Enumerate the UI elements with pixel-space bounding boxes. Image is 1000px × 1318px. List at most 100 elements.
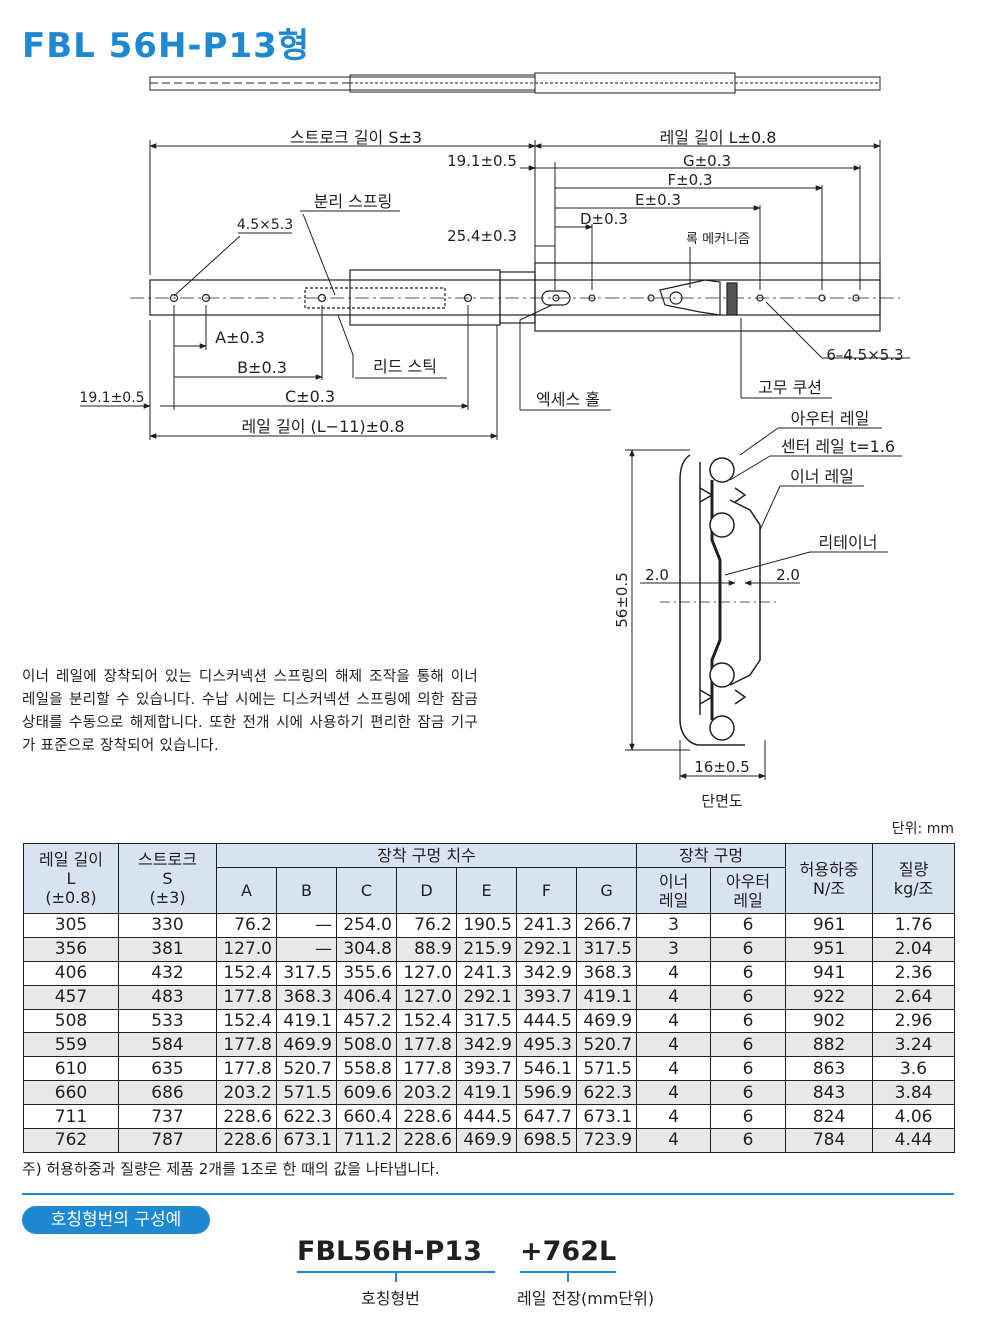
table-cell: 863 <box>785 1056 874 1082</box>
table-cell: 3 <box>636 936 712 962</box>
table-cell: 292.1 <box>516 936 577 962</box>
header-inner-rail: 이너 레일 <box>636 867 712 914</box>
table-cell: 941 <box>785 960 874 986</box>
table-cell: 558.8 <box>336 1056 397 1082</box>
table-cell: 4 <box>636 1128 712 1153</box>
header-mounting-holes: 장착 구멍 <box>636 843 787 868</box>
suffix-label: 레일 전장(mm단위) <box>517 1289 655 1308</box>
table-cell: 368.3 <box>276 984 337 1010</box>
dim-25-4: 25.4±0.3 <box>447 227 517 245</box>
table-cell: 127.0 <box>216 936 277 962</box>
table-cell: 2.64 <box>872 984 956 1010</box>
table-cell: 922 <box>785 984 874 1010</box>
table-cell: 228.6 <box>216 1104 277 1130</box>
unit-label: 단위: mm <box>891 821 954 837</box>
header-c: C <box>336 867 397 914</box>
table-cell: 177.8 <box>396 1032 457 1058</box>
table-cell: 469.9 <box>456 1128 517 1153</box>
table-cell: 6 <box>710 1056 787 1082</box>
table-cell: 546.1 <box>516 1056 577 1082</box>
table-cell: 228.6 <box>216 1128 277 1153</box>
table-cell: 571.5 <box>276 1080 337 1106</box>
header-f: F <box>516 867 577 914</box>
table-cell: 495.3 <box>516 1032 577 1058</box>
inner-rail-label: 이너 레일 <box>790 467 854 486</box>
header-b: B <box>276 867 337 914</box>
header-mounting-dims: 장착 구멍 치수 <box>215 843 638 868</box>
table-cell: 882 <box>785 1032 874 1058</box>
header-d: D <box>396 867 457 914</box>
table-cell: 3.84 <box>872 1080 956 1106</box>
table-cell: — <box>276 913 337 938</box>
model-suffix: +762L <box>520 1236 617 1267</box>
table-cell: 647.7 <box>516 1104 577 1130</box>
table-cell: 330 <box>118 913 217 938</box>
table-cell: 76.2 <box>216 913 277 938</box>
table-cell: 406 <box>23 960 119 986</box>
table-cell: 241.3 <box>456 960 517 986</box>
table-cell: 203.2 <box>396 1080 457 1106</box>
stroke-length-label: 스트로크 길이 S±3 <box>290 128 422 147</box>
table-cell: 584 <box>118 1032 217 1058</box>
model-tick <box>395 1272 397 1282</box>
table-cell: 762 <box>23 1128 119 1153</box>
table-cell: 660.4 <box>336 1104 397 1130</box>
header-outer-rail: 아우터 레일 <box>710 867 787 914</box>
table-cell: 406.4 <box>336 984 397 1010</box>
spec-table: 레일 길이 L (±0.8) 스트로크 S (±3) 장착 구멍 치수 장착 구… <box>23 843 956 1153</box>
table-cell: 177.8 <box>216 1032 277 1058</box>
table-cell: 610 <box>23 1056 119 1082</box>
table-cell: 784 <box>785 1128 874 1153</box>
table-cell: 457.2 <box>336 1008 397 1034</box>
table-cell: 673.1 <box>276 1128 337 1153</box>
table-cell: 342.9 <box>456 1032 517 1058</box>
dim-19-1-top: 19.1±0.5 <box>447 152 517 170</box>
table-cell: 6 <box>710 1080 787 1106</box>
table-cell: 228.6 <box>396 1104 457 1130</box>
table-cell: 4 <box>636 1104 712 1130</box>
table-cell: 520.7 <box>276 1056 337 1082</box>
section-divider <box>22 1193 954 1195</box>
table-cell: 254.0 <box>336 913 397 938</box>
table-cell: 88.9 <box>396 936 457 962</box>
table-cell: 520.7 <box>575 1032 638 1058</box>
table-cell: 292.1 <box>456 984 517 1010</box>
table-cell: 609.6 <box>336 1080 397 1106</box>
header-e: E <box>456 867 517 914</box>
table-cell: 902 <box>785 1008 874 1034</box>
table-cell: 4 <box>636 1008 712 1034</box>
table-cell: 4 <box>636 1080 712 1106</box>
table-cell: 3 <box>636 913 712 938</box>
dim-a: A±0.3 <box>215 328 265 347</box>
table-cell: 571.5 <box>575 1056 638 1082</box>
header-load: 허용하중 N/조 <box>785 843 874 914</box>
table-cell: 660 <box>23 1080 119 1106</box>
slide-side-view <box>130 262 900 332</box>
table-cell: 355.6 <box>336 960 397 986</box>
table-cell: 6 <box>710 1008 787 1034</box>
table-cell: 419.1 <box>456 1080 517 1106</box>
footnote: 주) 허용하중과 질량은 제품 2개를 1조로 한 때의 값을 나타냅니다. <box>22 1160 440 1178</box>
dim-c: C±0.3 <box>285 387 335 406</box>
table-cell: 4 <box>636 1056 712 1082</box>
separation-spring-label: 분리 스프링 <box>314 192 393 211</box>
table-cell: 152.4 <box>396 1008 457 1034</box>
table-cell: 368.3 <box>575 960 638 986</box>
table-cell: 559 <box>23 1032 119 1058</box>
table-cell: 152.4 <box>216 1008 277 1034</box>
slot-size-label: 4.5×5.3 <box>237 217 293 233</box>
table-cell: 469.9 <box>276 1032 337 1058</box>
dim-19-1-left: 19.1±0.5 <box>79 390 144 406</box>
table-cell: 304.8 <box>336 936 397 962</box>
table-cell: 483 <box>118 984 217 1010</box>
table-cell: 444.5 <box>516 1008 577 1034</box>
table-cell: 961 <box>785 913 874 938</box>
outer-rail-label: 아우터 레일 <box>791 409 870 428</box>
table-cell: 419.1 <box>575 984 638 1010</box>
table-cell: 711 <box>23 1104 119 1130</box>
table-cell: 469.9 <box>575 1008 638 1034</box>
